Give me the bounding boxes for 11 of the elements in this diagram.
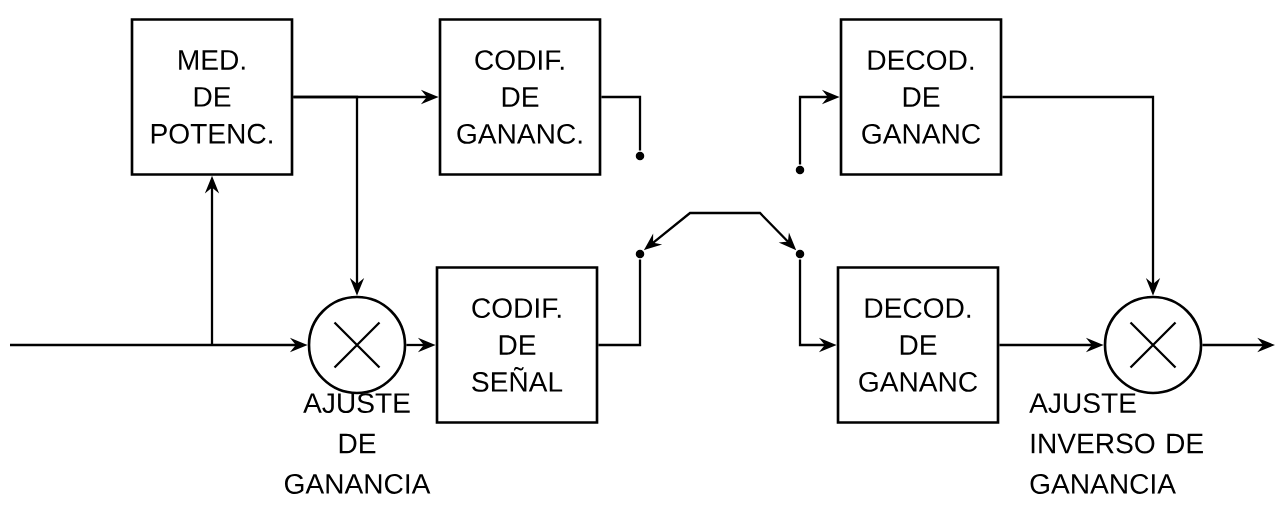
connection-line: [598, 259, 642, 347]
process-box: CODIF. DE GANANC.: [438, 18, 602, 176]
multiplier-symbol: [1103, 295, 1203, 395]
process-box: CODIF. DE SEÑAL: [435, 266, 599, 424]
multiplier-symbol: [307, 295, 407, 395]
process-box: MED. DE POTENC.: [130, 18, 294, 176]
process-box: DECOD. DE GANANC: [839, 18, 1003, 176]
connection-line: [601, 95, 642, 151]
block-label: AJUSTE DE GANANCIA: [285, 393, 431, 494]
process-box: DECOD. DE GANANC: [836, 266, 1000, 424]
block-label: AJUSTE INVERSO DE GANANCIA: [1029, 393, 1203, 494]
